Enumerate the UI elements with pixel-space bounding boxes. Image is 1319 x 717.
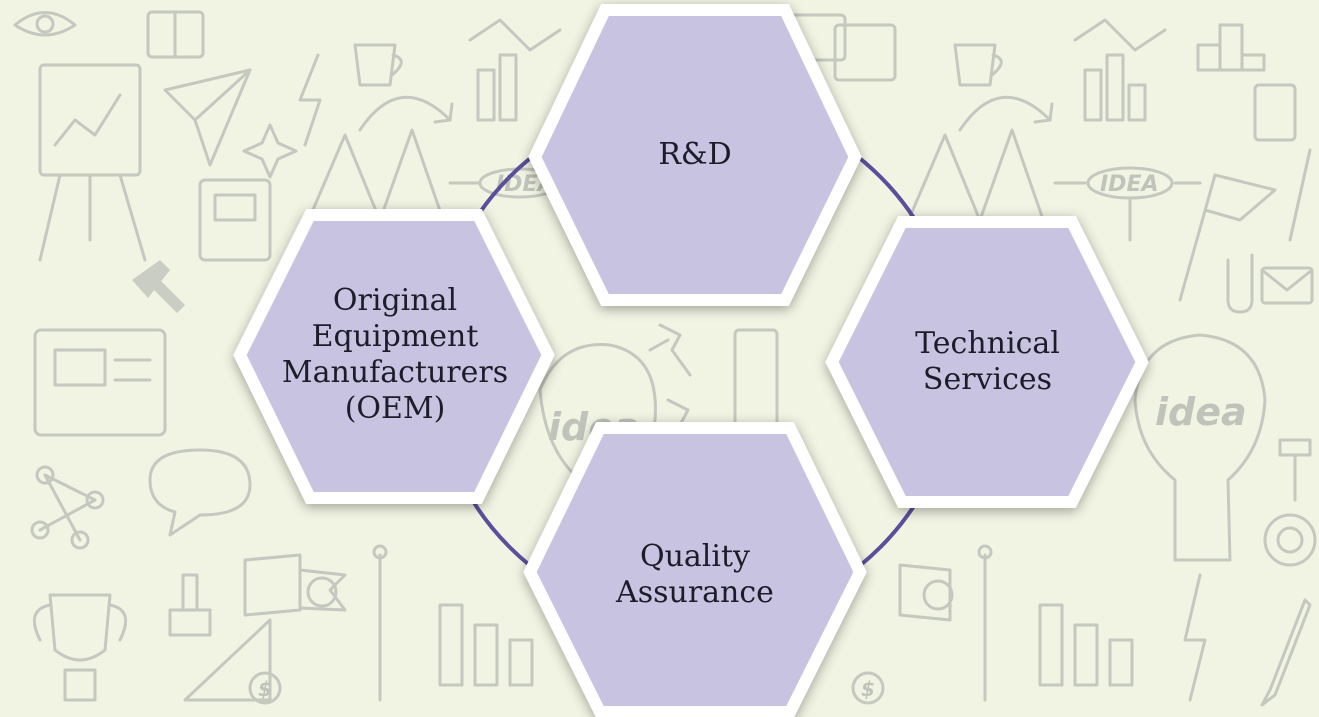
idea-label-right: IDEA bbox=[1100, 172, 1159, 197]
paper-plane-icon bbox=[163, 68, 252, 167]
pencil-icon bbox=[1260, 598, 1312, 707]
coin-icon-right: $ bbox=[851, 671, 885, 705]
bar-chart-icon-right bbox=[1073, 18, 1167, 122]
svg-text:$: $ bbox=[258, 677, 272, 701]
flag-globe-icon-right bbox=[898, 544, 993, 702]
bar-chart-3d-icon-right bbox=[1038, 603, 1134, 687]
stamp-icon bbox=[168, 573, 212, 637]
hexagon-technical-services[interactable] bbox=[825, 216, 1149, 508]
bar-chart-icon bbox=[468, 18, 562, 122]
bar-chart-3d-icon bbox=[438, 603, 534, 687]
target-icon bbox=[1263, 513, 1317, 567]
hexagon-oem[interactable] bbox=[233, 209, 555, 504]
flag-icon-right bbox=[1178, 173, 1277, 302]
flag-globe-icon bbox=[243, 544, 388, 702]
hexagon-group bbox=[233, 4, 1149, 717]
lightbulb-icon-right: idea bbox=[1133, 333, 1267, 702]
paperclip-icon bbox=[1226, 253, 1254, 314]
triangle-ruler-icon bbox=[183, 618, 272, 702]
hammer-icon-right bbox=[1278, 438, 1312, 502]
blueprint-icon bbox=[33, 328, 167, 437]
background-doodles: IDEA bbox=[13, 10, 1317, 707]
curved-arrow-icon-right bbox=[958, 95, 1054, 132]
presentation-icon bbox=[198, 178, 272, 262]
easel-chart-icon bbox=[38, 63, 147, 262]
trophy-icon bbox=[32, 593, 128, 702]
lightning-icon bbox=[298, 53, 322, 147]
mug-icon-right bbox=[953, 43, 1003, 87]
network-icon bbox=[30, 465, 105, 550]
svg-text:$: $ bbox=[861, 677, 875, 701]
notebook-icon bbox=[146, 10, 205, 59]
hexagon-quality-assurance[interactable] bbox=[523, 422, 867, 717]
curved-arrow-icon bbox=[358, 95, 454, 132]
envelope-icon bbox=[1260, 266, 1314, 305]
coin-icon: $ bbox=[248, 671, 282, 705]
sparkle-icon bbox=[242, 123, 298, 179]
idea-arrow-right: IDEA bbox=[1053, 166, 1202, 242]
document-icon bbox=[1253, 83, 1297, 142]
mug-icon bbox=[353, 43, 403, 87]
idea-label-bulb-right: idea bbox=[1155, 390, 1247, 434]
podium-icon bbox=[1196, 23, 1266, 72]
paintbrush-icon bbox=[1288, 148, 1312, 242]
speech-bubble-icon bbox=[148, 448, 252, 537]
eye-icon bbox=[13, 11, 77, 37]
hexagon-rnd[interactable] bbox=[528, 4, 862, 306]
tools-icon bbox=[132, 260, 185, 313]
